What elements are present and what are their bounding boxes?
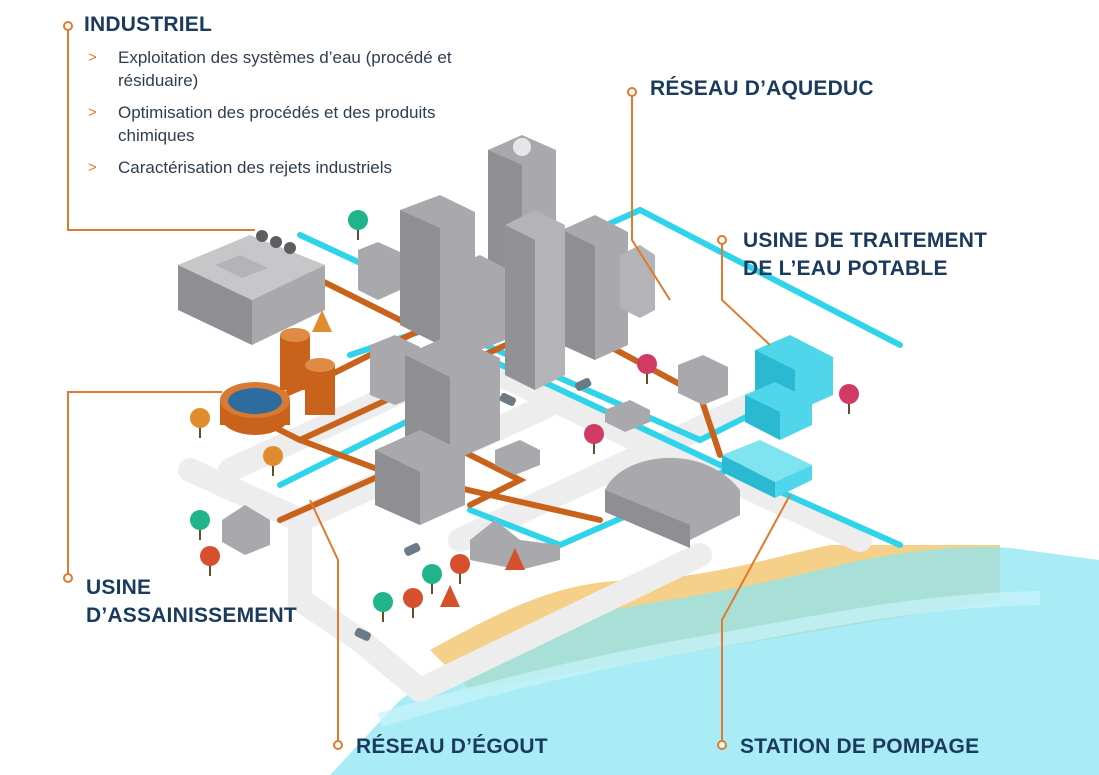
downtown-buildings [222,135,728,570]
list-item-text: Exploitation des systèmes d’eau (procédé… [118,48,452,90]
label-usine-eau-potable-line2: DE L’EAU POTABLE [743,257,948,280]
label-industriel: INDUSTRIEL [84,13,212,36]
trees [190,210,859,622]
callout-industriel [67,26,255,231]
industriel-list: > Exploitation des systèmes d’eau (procé… [88,46,488,188]
cars [354,377,592,641]
label-usine-eau-potable-line1: USINE DE TRAITEMENT [743,229,988,252]
industrial-building [178,230,325,345]
bullet-chevron: > [88,159,97,176]
callout-egout [309,499,339,745]
callout-marker-aqueduc [627,87,637,97]
callout-marker-eau-potable [717,235,727,245]
callout-assainissement [67,391,222,578]
water-treatment-plant [745,335,833,440]
callout-marker-egout [333,740,343,750]
list-item: > Exploitation des systèmes d’eau (procé… [88,46,488,92]
callout-marker-pompage [717,740,727,750]
hangar-building [605,457,740,548]
sanitation-plant [220,328,335,435]
pumping-station [722,440,812,498]
label-usine-assainissement-line2: D’ASSAINISSEMENT [86,604,297,627]
label-usine-eau-potable: USINE DE TRAITEMENT DE L’EAU POTABLE [743,227,987,283]
callout-marker-assainissement [63,573,73,583]
callout-eau-potable [721,240,771,346]
callout-marker-industriel [63,21,73,31]
water-shine [377,591,1041,727]
bullet-chevron: > [88,49,97,66]
callout-markers [63,21,727,750]
list-item-text: Caractérisation des rejets industriels [118,158,393,177]
callout-aqueduc [631,92,671,301]
list-item: > Optimisation des procédés et des produ… [88,101,488,147]
callout-pompage [721,494,791,745]
tower-dome [513,138,531,156]
list-item-text: Optimisation des procédés et des produit… [118,103,436,145]
label-reseau-aqueduc: RÉSEAU D’AQUEDUC [650,77,874,100]
label-station-pompage: STATION DE POMPAGE [740,735,980,758]
label-usine-assainissement-line1: USINE [86,576,152,599]
label-usine-assainissement: USINE D’ASSAINISSEMENT [86,574,297,630]
callout-lines [67,26,791,745]
list-item: > Caractérisation des rejets industriels [88,156,488,179]
bullet-chevron: > [88,104,97,121]
label-reseau-egout: RÉSEAU D’ÉGOUT [356,735,548,758]
